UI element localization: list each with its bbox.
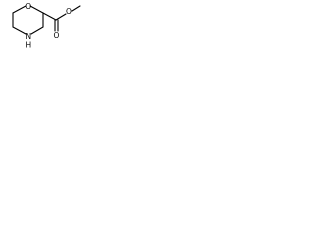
ring-nitrogen-h-label: H (26, 41, 32, 50)
bond-c2-carbonyl (42, 12, 57, 21)
ring-oxygen-label: O (25, 2, 31, 11)
bond-ring-n-bottom-right (30, 26, 44, 35)
bond-ring-left-lower (12, 26, 27, 35)
molecule-diagram: O N H O O (12, 2, 81, 50)
carbonyl-oxygen-label: O (54, 31, 60, 40)
bond-ring-o-top-c (29, 5, 44, 14)
ester-oxygen-label: O (66, 7, 72, 16)
structure-canvas: O N H O O (0, 0, 82, 61)
bond-ring-c-top-left (12, 5, 27, 14)
bond-ester-o-methyl (71, 5, 81, 12)
ring-nitrogen-label: N (26, 32, 32, 41)
bond-carbonyl-ester-o (55, 13, 67, 21)
